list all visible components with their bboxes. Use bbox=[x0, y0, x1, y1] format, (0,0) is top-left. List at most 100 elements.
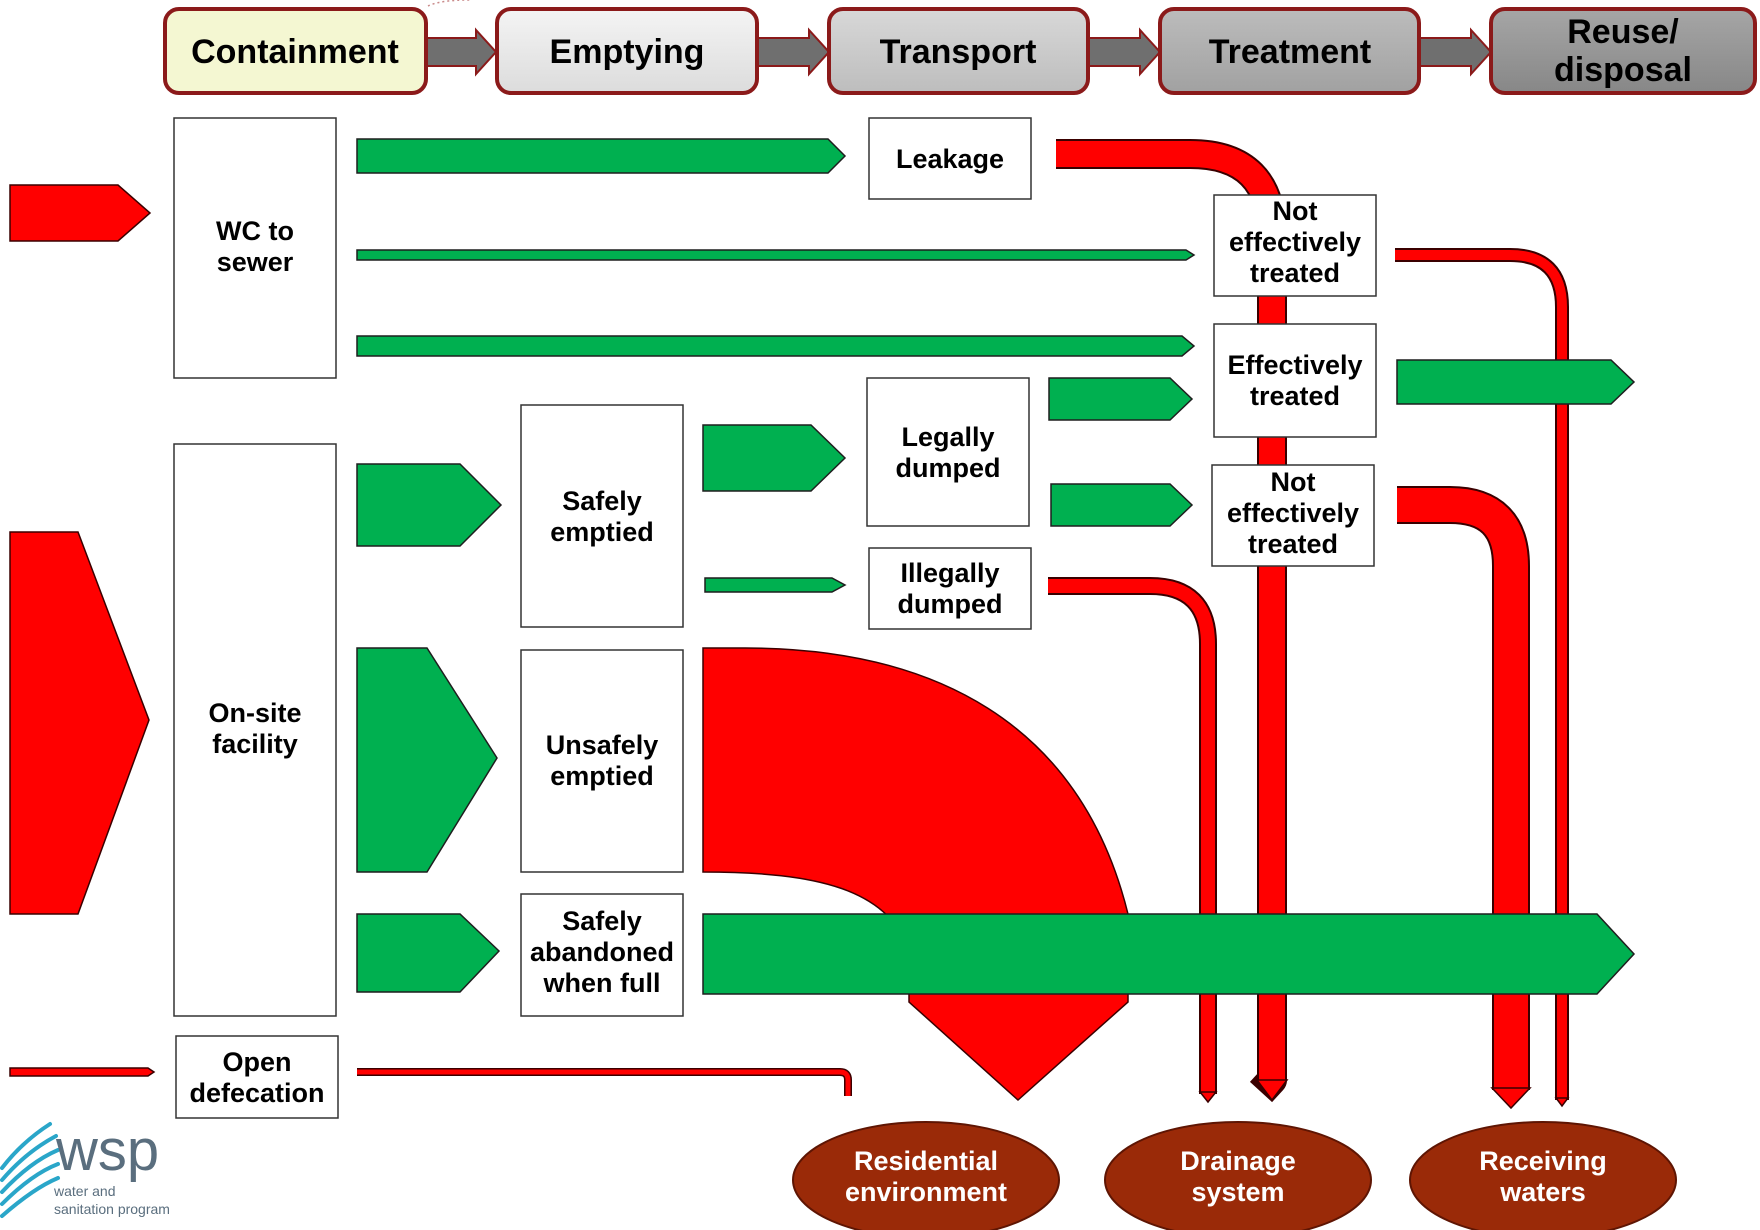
text-line: emptied bbox=[550, 761, 654, 791]
flow-sewer-effectively-treated bbox=[356, 335, 1196, 357]
stage-connector-2 bbox=[756, 27, 831, 77]
red-pipes bbox=[357, 139, 1569, 1103]
text-line: Effectively bbox=[1227, 350, 1362, 380]
text-line: Unsafely bbox=[546, 730, 659, 760]
text-line: dumped bbox=[898, 589, 1003, 619]
stage-containment: Containment bbox=[163, 7, 428, 95]
text-line: effectively bbox=[1229, 227, 1361, 257]
flow-emptied-to-legally bbox=[702, 424, 847, 492]
text-line: Transport bbox=[880, 33, 1037, 71]
pipe-tip-not-treated-2 bbox=[1490, 1087, 1532, 1110]
stage-connector-4 bbox=[1418, 27, 1493, 77]
text-line: waters bbox=[1499, 1177, 1586, 1207]
green-flows bbox=[356, 138, 1636, 995]
text-line: treated bbox=[1250, 381, 1340, 411]
pipe-open-defecation bbox=[357, 1068, 852, 1096]
stage-connector-3 bbox=[1087, 27, 1162, 77]
text-line: Leakage bbox=[896, 144, 1004, 174]
flow-onsite-to-safely-emptied bbox=[356, 463, 503, 547]
text-line: Treatment bbox=[1209, 33, 1372, 71]
flow-emptied-to-illegally bbox=[704, 577, 847, 593]
box-leakage: Leakage bbox=[868, 117, 1032, 200]
text-line: Containment bbox=[191, 33, 399, 71]
box-label-leakage: Leakage bbox=[896, 144, 1004, 174]
text-line: Residential bbox=[854, 1146, 998, 1176]
stage-label-treatment: Treatment bbox=[1209, 33, 1372, 71]
stage-reuse-disposal: Reuse/disposal bbox=[1489, 7, 1757, 95]
text-line: environment bbox=[845, 1177, 1007, 1207]
input-arrow-open-defecation bbox=[9, 1067, 156, 1077]
stage-treatment: Treatment bbox=[1158, 7, 1421, 95]
text-line: Not bbox=[1273, 196, 1318, 226]
text-line: abandoned bbox=[530, 937, 674, 967]
text-line: dumped bbox=[896, 453, 1001, 483]
text-line: system bbox=[1191, 1177, 1284, 1207]
flow-onsite-to-unsafely-emptied bbox=[356, 647, 498, 873]
text-line: WC to bbox=[216, 216, 294, 246]
text-line: treated bbox=[1248, 529, 1338, 559]
flow-legally-to-not-treated bbox=[1050, 483, 1194, 527]
stage-emptying: Emptying bbox=[495, 7, 759, 95]
stage-label-emptying: Emptying bbox=[550, 33, 705, 71]
decorative-arc bbox=[427, 0, 471, 7]
pipe-tip-not-treated-1 bbox=[1554, 1097, 1570, 1108]
text-line: emptied bbox=[550, 517, 654, 547]
unsafe-flow-to-residential bbox=[702, 647, 1129, 1102]
flow-abandoned-to-reuse bbox=[702, 913, 1636, 995]
text-line: Not bbox=[1271, 467, 1316, 497]
flow-onsite-to-abandoned bbox=[356, 913, 501, 993]
text-line: defecation bbox=[189, 1078, 324, 1108]
text-line: Safely bbox=[562, 486, 642, 516]
text-line: Illegally bbox=[900, 558, 999, 588]
text-line: disposal bbox=[1554, 51, 1692, 89]
text-line: Drainage bbox=[1180, 1146, 1296, 1176]
wsp-logo: wsp water and sanitation program bbox=[0, 1118, 170, 1218]
text-line: facility bbox=[212, 729, 298, 759]
stage-connector-1 bbox=[423, 27, 498, 77]
stage-label-reuse-disposal: Reuse/disposal bbox=[1554, 13, 1692, 89]
text-line: Legally bbox=[901, 422, 994, 452]
pipe-not-treated-2 bbox=[1397, 486, 1530, 1090]
text-line: when full bbox=[543, 968, 661, 998]
text-line: treated bbox=[1250, 258, 1340, 288]
pipe-tip-illegal bbox=[1198, 1091, 1218, 1104]
pipe-tip-leakage bbox=[1255, 1079, 1289, 1102]
stage-label-containment: Containment bbox=[191, 33, 399, 71]
text-line: Emptying bbox=[550, 33, 705, 71]
text-line: Receiving bbox=[1479, 1146, 1607, 1176]
input-arrow-sewer bbox=[9, 184, 152, 242]
wsp-line1: water and bbox=[53, 1183, 115, 1199]
wsp-wave-icon bbox=[0, 1122, 60, 1218]
text-line: Reuse/ bbox=[1567, 13, 1679, 51]
stage-transport: Transport bbox=[827, 7, 1090, 95]
text-line: On-site bbox=[208, 698, 301, 728]
